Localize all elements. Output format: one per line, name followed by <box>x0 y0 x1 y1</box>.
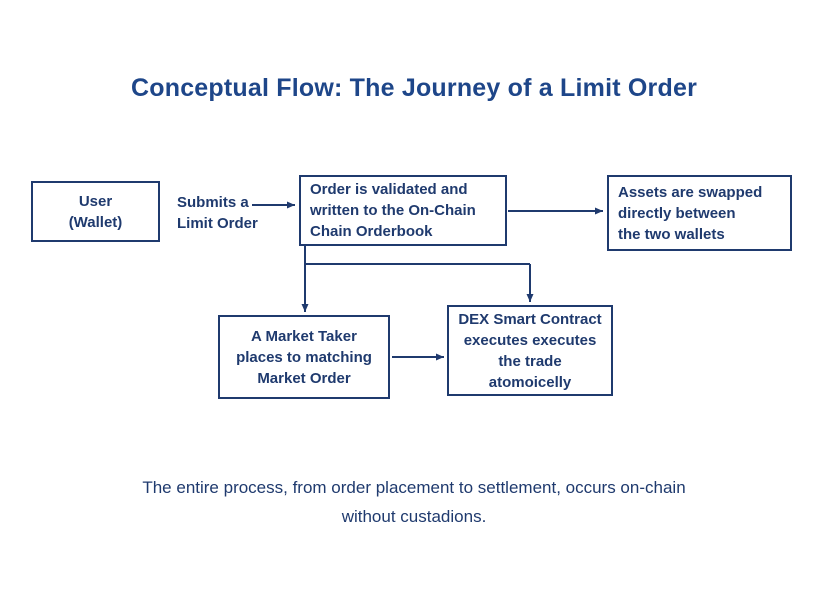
node-market-taker-label: A Market Taker places to matching Market… <box>236 327 372 387</box>
node-assets-swapped-label: Assets are swapped directly between the … <box>618 183 763 243</box>
node-dex-smart-contract-label: DEX Smart Contract executes executes the… <box>458 310 602 391</box>
edge-label-submits-limit-order: Submits a Limit Order <box>177 194 258 232</box>
page-title: Conceptual Flow: The Journey of a Limit … <box>131 74 697 102</box>
node-market-taker: A Market Taker places to matching Market… <box>218 315 390 399</box>
node-dex-smart-contract: DEX Smart Contract executes executes the… <box>447 305 613 396</box>
node-assets-swapped: Assets are swapped directly between the … <box>607 175 792 251</box>
connector-validated-branch <box>304 246 530 265</box>
node-order-validated: Order is validated and written to the On… <box>299 175 507 246</box>
node-order-validated-label: Order is validated and written to the On… <box>310 181 476 240</box>
node-user-wallet: User (Wallet) <box>31 181 160 242</box>
footer-note: The entire process, from order placement… <box>142 478 686 526</box>
node-user-wallet-label: User (Wallet) <box>68 192 123 231</box>
